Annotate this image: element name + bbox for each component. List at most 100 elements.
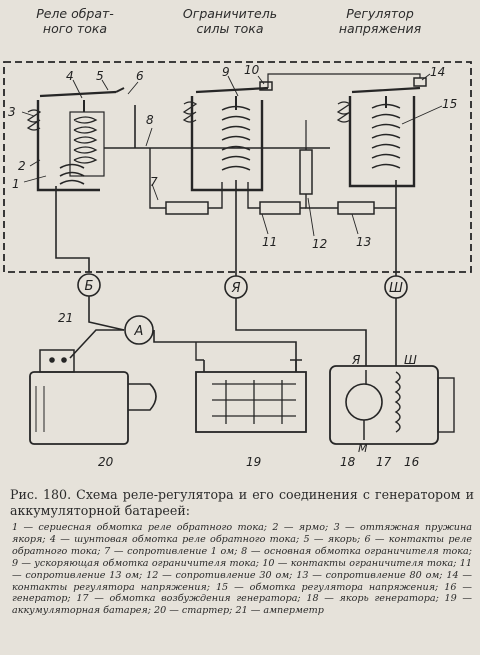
legend-item: 21 — амперметр xyxy=(235,605,324,617)
callout-10: 10 xyxy=(244,63,260,77)
starter-terminal xyxy=(61,357,67,363)
terminal-sh-label: Ш xyxy=(389,281,403,296)
limiter-winding xyxy=(221,105,251,171)
callout-14: 14 xyxy=(430,65,445,79)
callout-17: 17 xyxy=(376,455,392,469)
relay-series-winding xyxy=(59,163,85,185)
reverse-current-relay xyxy=(26,87,125,272)
wire-resistor-11 xyxy=(247,182,306,209)
callout-numbers: 3 2 1 4 5 6 8 7 9 10 11 12 13 14 15 21 2… xyxy=(8,63,457,469)
header-current-limiter: Ограничитель силы тока xyxy=(160,6,300,36)
starter-pinion xyxy=(128,383,157,411)
callout-18: 18 xyxy=(340,455,356,469)
callout-11: 11 xyxy=(262,235,277,249)
wire-relay-to-b xyxy=(55,186,90,272)
legend-item: 12 — сопротивление 30 ом; xyxy=(146,569,297,581)
callout-6: 6 xyxy=(136,69,144,83)
limiter-yoke xyxy=(190,96,264,192)
callout-13: 13 xyxy=(356,235,371,249)
legend-item: 2 — ярмо; xyxy=(272,522,334,533)
legend-item: 13 — сопротивление 80 ом; xyxy=(296,569,447,581)
ammeter xyxy=(124,315,154,345)
callout-7: 7 xyxy=(150,175,158,189)
starter-body xyxy=(29,371,129,445)
legend-item: 11 — сопротивление 13 ом; xyxy=(12,557,472,581)
legend-item: 8 — основная обмотка ограничителя тока; xyxy=(241,545,472,557)
callout-15: 15 xyxy=(442,97,457,111)
header-relay-line-2: ного тока xyxy=(42,21,108,36)
legend-item: 1 — сериесная обмотка реле обратного ток… xyxy=(12,522,273,533)
generator-terminal-sh-label: Ш xyxy=(404,353,417,367)
callout-9: 9 xyxy=(222,65,230,79)
callout-19: 19 xyxy=(246,455,261,469)
callout-20: 20 xyxy=(98,455,114,469)
regulator-contacts-body xyxy=(413,77,427,87)
generator-armature-leads xyxy=(363,370,367,440)
resistor-13-ohm xyxy=(259,201,301,215)
starter xyxy=(29,349,157,445)
header-reverse-current-relay: Реле обрат- ного тока xyxy=(10,6,140,36)
battery-terminals xyxy=(203,359,302,372)
legend-item: 17 — обмотка возбуждения генератора; xyxy=(76,593,307,605)
callout-2: 2 xyxy=(18,159,26,173)
battery-cells xyxy=(225,380,283,424)
relay-coil-frame xyxy=(69,111,105,177)
header-limiter-line-1: Ограничитель xyxy=(182,6,278,21)
resistor-80-ohm xyxy=(337,201,375,215)
wire-battery-plus xyxy=(195,342,204,361)
generator-terminal-ya-label: Я xyxy=(351,353,361,367)
legend-item: 4 — шунтовая обмотка реле обратного тока… xyxy=(49,533,304,545)
legend-item: 15 — обмотка регулятора напряжения; xyxy=(215,581,445,593)
callout-5: 5 xyxy=(96,69,104,83)
wire-resistor-12 xyxy=(305,148,338,209)
current-limiter xyxy=(182,81,273,276)
relay-shunt-winding xyxy=(73,116,98,164)
figure-caption: Рис. 180. Схема реле-регулятора и его со… xyxy=(10,487,474,518)
generator-end-cap xyxy=(437,377,455,433)
wiring-diagram: Б Я Ш А Я Ш М 3 2 1 4 5 xyxy=(3,61,472,469)
legend-item: 19 — аккумуляторная батарея; xyxy=(12,593,472,617)
starter-solenoid xyxy=(39,349,75,373)
callout-1: 1 xyxy=(12,177,20,191)
starter-terminal xyxy=(49,357,55,363)
wire-ammeter-to-battery xyxy=(153,330,297,372)
legend-item: 7 — сопротивление 1 ом; xyxy=(104,545,242,557)
callout-3: 3 xyxy=(8,105,16,119)
callout-leaders xyxy=(21,73,443,237)
battery xyxy=(195,359,307,433)
generator-field-winding xyxy=(394,371,401,433)
header-limiter-line-2: силы тока xyxy=(196,21,264,36)
wire-contacts-link xyxy=(267,73,421,150)
legend-item: 16 — генератор; xyxy=(12,581,473,605)
resistor-30-ohm xyxy=(299,149,313,195)
ammeter-label: А xyxy=(134,324,144,339)
relay-contact-arm xyxy=(115,87,125,93)
callout-21: 21 xyxy=(58,311,73,325)
wire-ammeter-to-starter xyxy=(69,329,124,359)
relay-housing-outline xyxy=(3,61,472,273)
limiter-armature xyxy=(195,86,269,94)
legend-item: 5 — якорь; xyxy=(303,533,365,545)
header-regulator-line-2: напряжения xyxy=(338,21,422,36)
generator xyxy=(329,365,455,445)
resistor-1-ohm xyxy=(165,201,209,215)
header-regulator-line-1: Регулятор xyxy=(346,6,414,21)
legend-item: 14 — контакты регулятора напряжения; xyxy=(12,569,472,593)
callout-16: 16 xyxy=(404,455,420,469)
regulator-armature xyxy=(351,86,421,94)
wire-b-to-ammeter xyxy=(88,296,125,331)
legend-item: 6 — контакты реле обратного тока; xyxy=(12,533,472,557)
battery-case xyxy=(195,371,307,433)
legend-item: 9 — ускоряющая обмотка ограничителя тока… xyxy=(12,557,263,569)
regulator-spring xyxy=(336,101,352,123)
starter-ribs xyxy=(35,386,45,432)
relay-armature xyxy=(39,90,117,98)
callout-12: 12 xyxy=(312,237,327,251)
figure-legend: 1 — сериесная обмотка реле обратного ток… xyxy=(12,522,472,617)
voltage-regulator xyxy=(336,77,427,276)
legend-item: 3 — оттяжная пружина якоря; xyxy=(12,522,472,545)
terminal-ya-label: Я xyxy=(230,281,240,296)
wire-resistor-7 xyxy=(149,148,223,209)
header-relay-line-1: Реле обрат- xyxy=(36,6,114,21)
terminal-b-label: Б xyxy=(85,279,94,294)
